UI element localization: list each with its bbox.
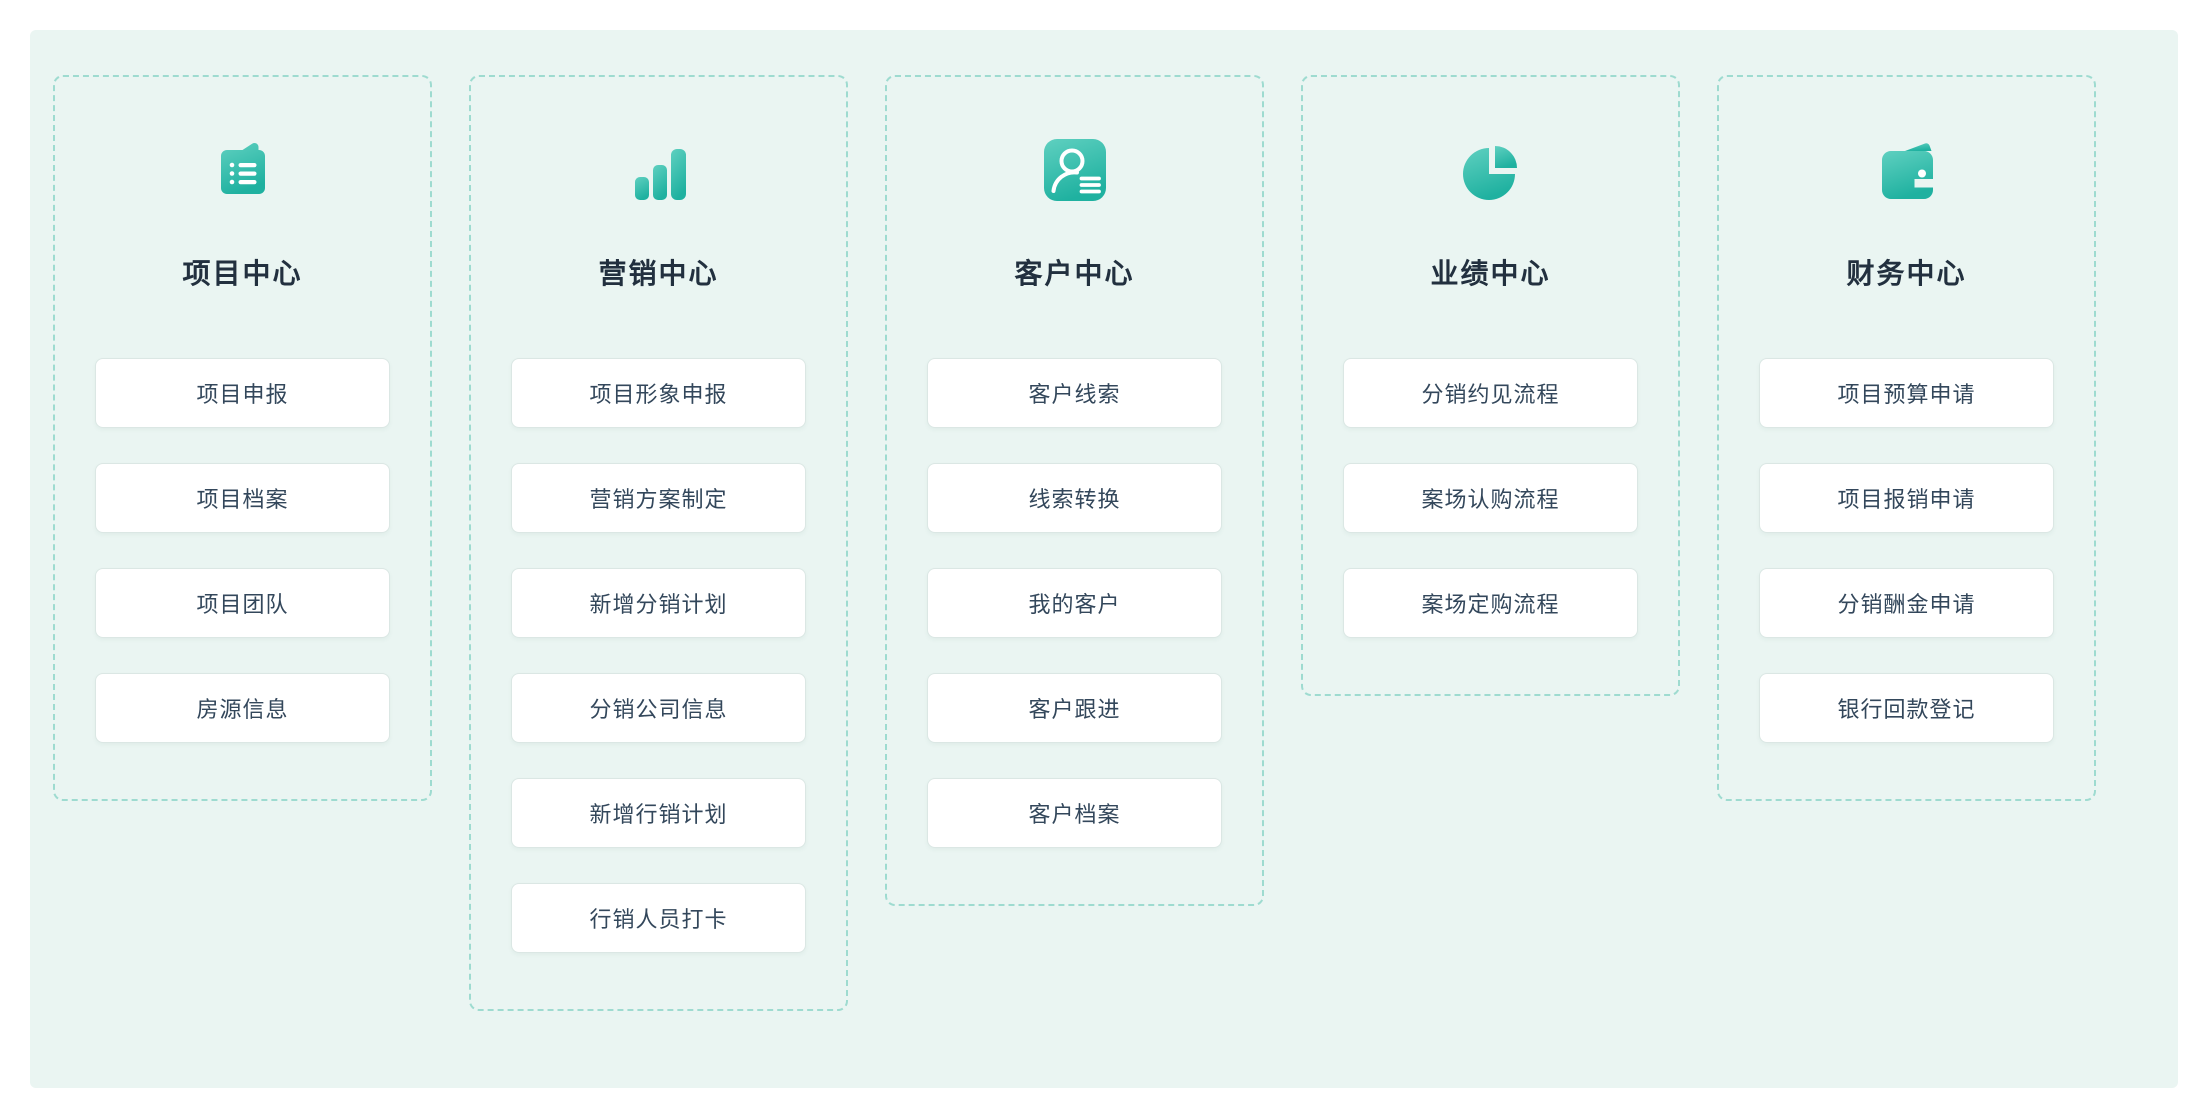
- section-items: 项目预算申请 项目报销申请 分销酬金申请 银行回款登记: [1759, 358, 2054, 743]
- module-button[interactable]: 银行回款登记: [1759, 673, 2054, 743]
- module-button[interactable]: 分销约见流程: [1343, 358, 1638, 428]
- module-button[interactable]: 客户线索: [927, 358, 1222, 428]
- module-button[interactable]: 新增分销计划: [511, 568, 806, 638]
- section-title: 财务中心: [1846, 258, 1967, 289]
- section-title: 营销中心: [598, 258, 719, 289]
- module-map-panel: [30, 30, 2178, 1088]
- section-items: 分销约见流程 案场认购流程 案场定购流程: [1343, 358, 1638, 638]
- section-title: 项目中心: [182, 258, 303, 289]
- pie-chart-icon: [1343, 137, 1638, 203]
- section-title: 业绩中心: [1430, 258, 1551, 289]
- section-items: 项目形象申报 营销方案制定 新增分销计划 分销公司信息 新增行销计划 行销人员打…: [511, 358, 806, 953]
- module-button[interactable]: 客户跟进: [927, 673, 1222, 743]
- bar-chart-icon: [511, 137, 806, 203]
- section-performance-center: 业绩中心 分销约见流程 案场认购流程 案场定购流程: [1301, 75, 1680, 696]
- module-button[interactable]: 新增行销计划: [511, 778, 806, 848]
- module-button[interactable]: 项目形象申报: [511, 358, 806, 428]
- module-button[interactable]: 项目预算申请: [1759, 358, 2054, 428]
- module-button[interactable]: 分销酬金申请: [1759, 568, 2054, 638]
- folder-list-icon: [95, 137, 390, 203]
- module-button[interactable]: 我的客户: [927, 568, 1222, 638]
- section-finance-center: 财务中心 项目预算申请 项目报销申请 分销酬金申请 银行回款登记: [1717, 75, 2096, 801]
- module-button[interactable]: 行销人员打卡: [511, 883, 806, 953]
- user-card-icon: [927, 137, 1222, 203]
- section-project-center: 项目中心 项目申报 项目档案 项目团队 房源信息: [53, 75, 432, 801]
- wallet-icon: [1759, 137, 2054, 203]
- section-title: 客户中心: [1014, 258, 1135, 289]
- module-columns: 项目中心 项目申报 项目档案 项目团队 房源信息 营销中心 项目形象申报 营销方…: [53, 75, 2160, 1011]
- section-items: 客户线索 线索转换 我的客户 客户跟进 客户档案: [927, 358, 1222, 848]
- module-button[interactable]: 案场定购流程: [1343, 568, 1638, 638]
- section-items: 项目申报 项目档案 项目团队 房源信息: [95, 358, 390, 743]
- module-button[interactable]: 分销公司信息: [511, 673, 806, 743]
- module-button[interactable]: 线索转换: [927, 463, 1222, 533]
- section-customer-center: 客户中心 客户线索 线索转换 我的客户 客户跟进 客户档案: [885, 75, 1264, 906]
- module-button[interactable]: 项目申报: [95, 358, 390, 428]
- module-button[interactable]: 项目报销申请: [1759, 463, 2054, 533]
- module-button[interactable]: 房源信息: [95, 673, 390, 743]
- module-button[interactable]: 营销方案制定: [511, 463, 806, 533]
- module-button[interactable]: 项目档案: [95, 463, 390, 533]
- module-button[interactable]: 案场认购流程: [1343, 463, 1638, 533]
- section-marketing-center: 营销中心 项目形象申报 营销方案制定 新增分销计划 分销公司信息 新增行销计划 …: [469, 75, 848, 1011]
- module-button[interactable]: 客户档案: [927, 778, 1222, 848]
- module-button[interactable]: 项目团队: [95, 568, 390, 638]
